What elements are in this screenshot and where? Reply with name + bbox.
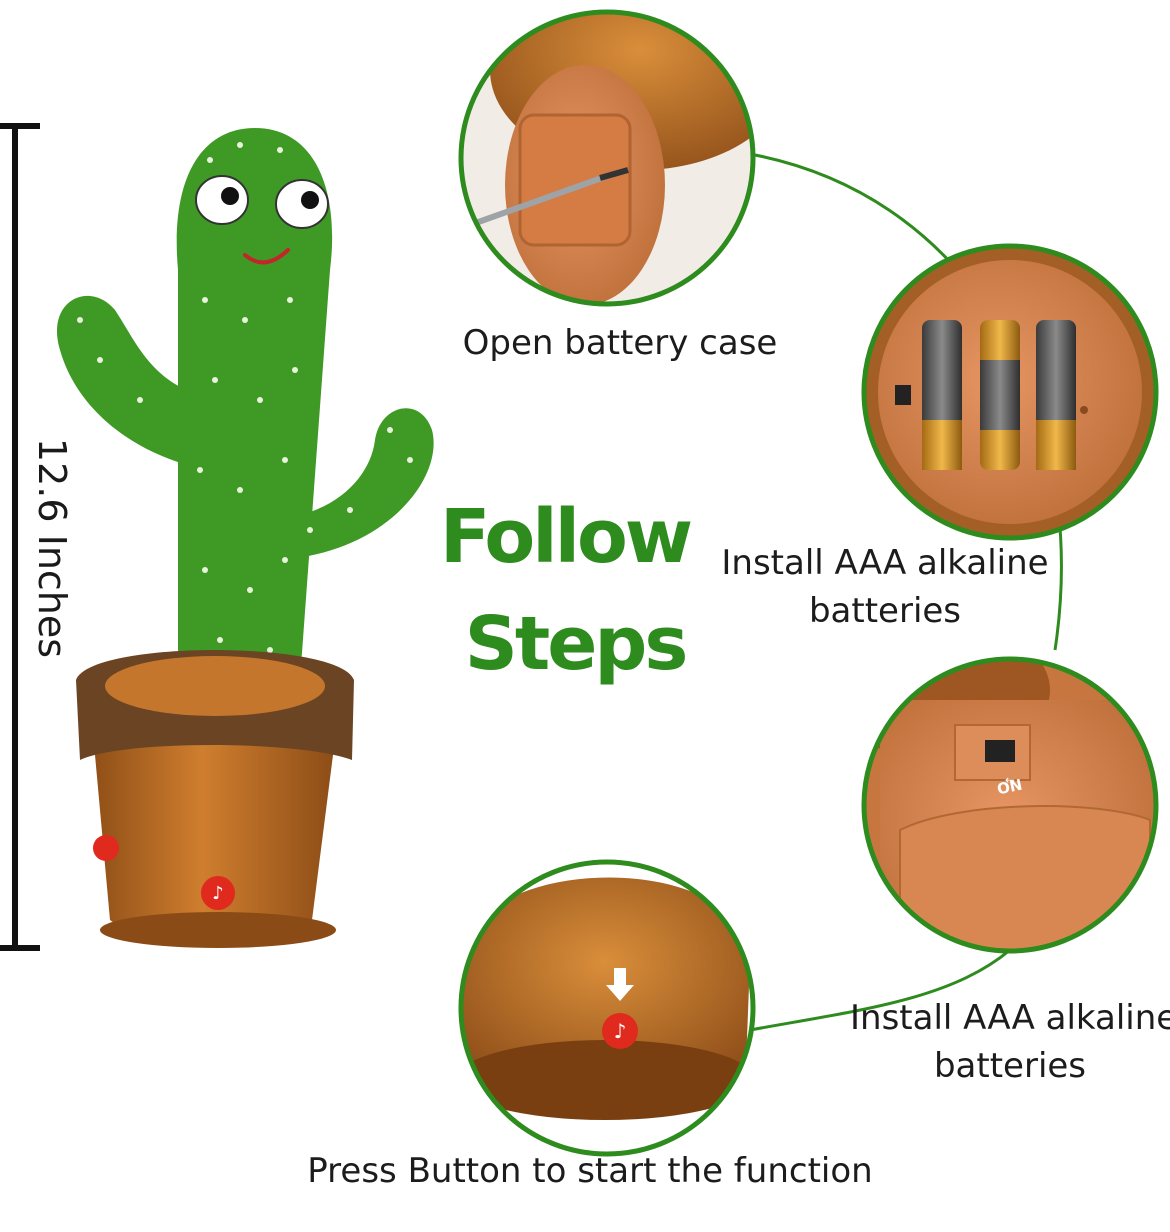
step-3-caption-line-2: batteries <box>933 1046 1087 1086</box>
cactus-eyes <box>195 175 329 229</box>
music-button <box>201 876 235 910</box>
step-3-frame <box>861 656 1159 954</box>
step-2-caption-line-1: Install AAA alkaline <box>721 543 1049 583</box>
step-4-image: ♪ <box>461 862 753 1154</box>
svg-text:♪: ♪ <box>212 883 224 904</box>
step-4-music-button <box>602 1013 638 1049</box>
down-arrow-icon <box>606 968 634 1001</box>
step-1-frame <box>458 9 756 307</box>
step-2-caption-line-2: batteries <box>808 591 962 631</box>
height-label: 12.6 Inches <box>30 437 74 659</box>
step-3-caption-line-1: Install AAA alkaline <box>850 998 1170 1038</box>
step-2-image <box>864 246 1156 538</box>
height-measure-bar <box>0 123 40 951</box>
step-4-caption: Press Button to start the function <box>307 1151 873 1191</box>
step-1-image <box>461 12 753 304</box>
headline-line-1: Follow <box>439 494 693 580</box>
step-4-frame <box>458 859 756 1157</box>
power-switch <box>985 740 1015 762</box>
cactus-pot <box>90 700 340 943</box>
step-2-frame <box>861 243 1159 541</box>
cactus-toy: ♪ <box>57 128 434 948</box>
svg-text:←: ← <box>1005 773 1015 787</box>
step-1-caption: Open battery case <box>462 323 778 363</box>
svg-text:♪: ♪ <box>614 1019 627 1043</box>
headline-line-2: Steps <box>464 601 689 687</box>
